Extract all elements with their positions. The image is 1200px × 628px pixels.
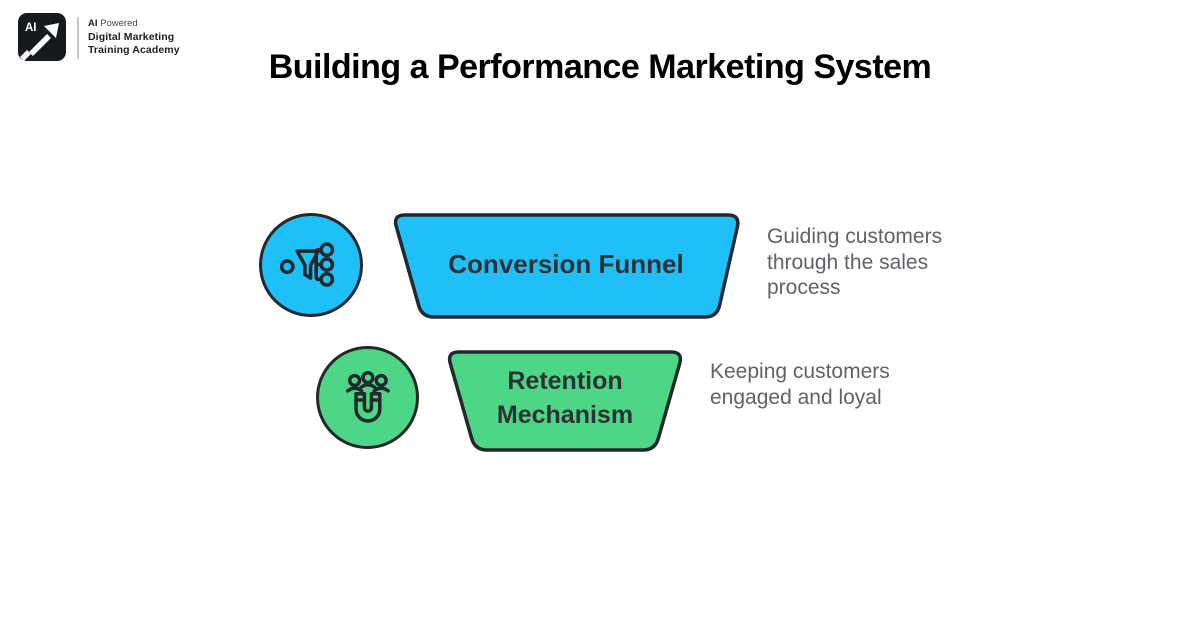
conversion-funnel-icon-circle (259, 213, 363, 317)
logo-badge-text: AI (25, 22, 37, 34)
conversion-funnel-label: Conversion Funnel (448, 248, 684, 279)
logo-tagline: AI Powered (88, 19, 180, 29)
funnel-branch-icon (279, 242, 334, 287)
logo-divider (77, 17, 79, 59)
logo-name-line2: Training Academy (88, 43, 180, 56)
retention-mechanism-shape (447, 350, 683, 452)
logo-name-line1: Digital Marketing (88, 30, 175, 43)
logo-tagline-rest: Powered (97, 18, 138, 29)
retention-mechanism-description: Keeping customers engaged and loyal (710, 360, 890, 409)
page-title: Building a Performance Marketing System (268, 48, 932, 86)
retention-mechanism-label: Retention Mechanism (496, 367, 634, 429)
conversion-funnel-shape (393, 213, 740, 319)
logo-arrow-icon: AI (20, 22, 59, 61)
logo-tagline-bold: AI (88, 18, 98, 29)
magnet-customers-icon (345, 370, 390, 423)
conversion-funnel-description: Guiding customers through the sales proc… (767, 225, 943, 299)
retention-mechanism-icon-circle (316, 346, 419, 449)
logo-wordmark: AI Powered Digital Marketing Training Ac… (88, 19, 180, 58)
logo-badge: AI (18, 13, 66, 61)
